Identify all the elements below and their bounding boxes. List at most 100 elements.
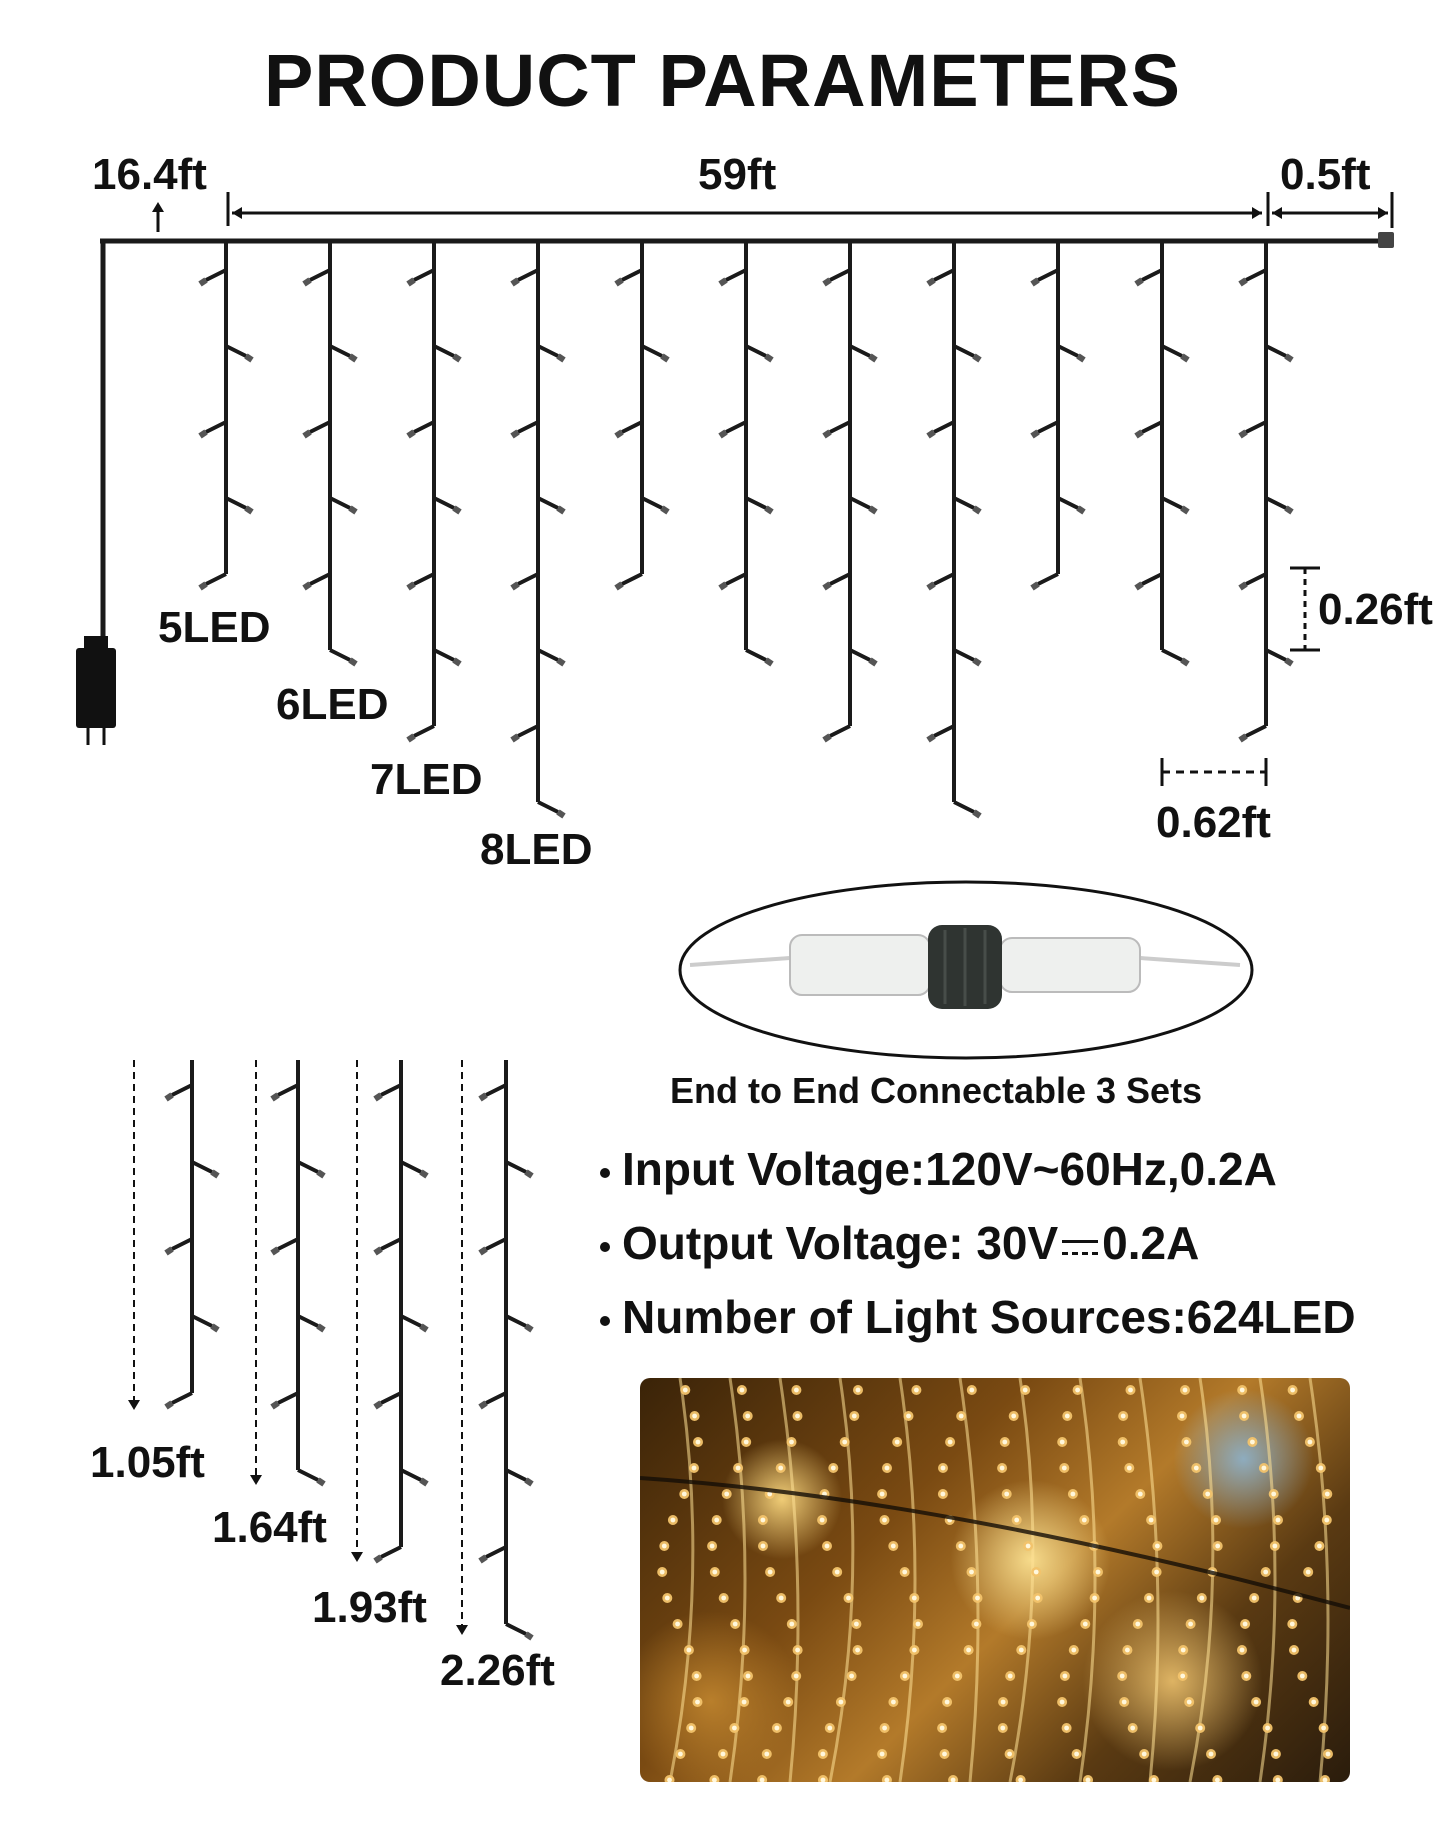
led-core (1182, 1387, 1188, 1393)
led-bulb (380, 1083, 402, 1097)
led-bulb (297, 1468, 319, 1482)
led-core (855, 1647, 860, 1653)
led-core (882, 1517, 887, 1523)
led-bulb (198, 277, 208, 287)
led-core (1205, 1491, 1211, 1497)
led-core (794, 1387, 799, 1393)
led-bulb (556, 657, 566, 667)
led-core (1317, 1543, 1322, 1549)
led-bulb (316, 1169, 326, 1179)
led-core (695, 1699, 700, 1705)
light-strand (1188, 1378, 1215, 1782)
led-core (1197, 1725, 1203, 1731)
led-bulb (452, 505, 462, 515)
led-bulb (478, 1554, 488, 1564)
led-bulb (302, 429, 312, 439)
led-core (1307, 1439, 1313, 1445)
led-bulb (764, 353, 774, 363)
led-bulb (205, 420, 227, 434)
led-core (891, 1699, 896, 1705)
led-bulb (164, 1092, 174, 1102)
drop-length-1: 1.05ft (90, 1438, 205, 1487)
led-bulb (329, 496, 351, 510)
led-core (1154, 1569, 1159, 1575)
adapter-neck (84, 636, 108, 650)
led-core (958, 1543, 964, 1549)
arrow-right-icon (1378, 207, 1388, 219)
led-core (842, 1439, 848, 1445)
strand-spacing-label: 0.62ft (1156, 798, 1271, 847)
led-core (732, 1621, 738, 1627)
led-bulb (829, 724, 851, 738)
led-core (884, 1465, 890, 1471)
led-bulb (413, 572, 435, 586)
led-core (1186, 1699, 1192, 1705)
led-core (1241, 1413, 1247, 1419)
led-core (692, 1413, 697, 1419)
led-core (1199, 1595, 1205, 1601)
led-bulb (764, 657, 774, 667)
led-core (849, 1673, 854, 1679)
led-bulb (225, 344, 247, 358)
spec-light-sources: Number of Light Sources:624LED (600, 1290, 1356, 1344)
led-bulb (348, 657, 358, 667)
led-core (966, 1647, 971, 1653)
led-bulb (244, 505, 254, 515)
led-core (667, 1777, 672, 1782)
led-bulb (1245, 572, 1267, 586)
led-bulb (297, 1160, 319, 1174)
led-core (1322, 1777, 1328, 1782)
led-bulb (614, 429, 624, 439)
led-core (1085, 1777, 1091, 1782)
led-spacing-label: 0.26ft (1318, 585, 1433, 634)
led-bulb (1161, 496, 1183, 510)
led-core (1265, 1725, 1270, 1731)
led-bulb (725, 268, 747, 282)
led-bulb (524, 1169, 534, 1179)
led-bulb (1057, 496, 1079, 510)
led-bulb (524, 1631, 534, 1641)
led-core (675, 1621, 680, 1627)
page-title: PRODUCT PARAMETERS (264, 39, 1181, 122)
led-bulb (191, 1314, 213, 1328)
led-bulb (1134, 581, 1144, 591)
led-core (1275, 1517, 1281, 1523)
led-core (1029, 1621, 1035, 1627)
led-core (1180, 1673, 1186, 1679)
led-bulb (822, 581, 832, 591)
led-bulb (413, 268, 435, 282)
led-bulb (171, 1237, 193, 1251)
led-core (882, 1725, 887, 1731)
led-bulb (745, 344, 767, 358)
arrow-down-icon (250, 1475, 262, 1485)
led-bulb (641, 496, 663, 510)
led-bulb (510, 733, 520, 743)
led-bulb (537, 344, 559, 358)
led-bulb (1134, 429, 1144, 439)
led-bulb (277, 1083, 299, 1097)
led-core (1120, 1439, 1126, 1445)
led-bulb (400, 1160, 422, 1174)
drop-length-4: 2.26ft (440, 1646, 555, 1695)
led-bulb (660, 505, 670, 515)
led-bulb (373, 1246, 383, 1256)
led-core (1061, 1465, 1067, 1471)
led-bulb (517, 724, 539, 738)
led-core (846, 1595, 851, 1601)
led-core (1193, 1465, 1199, 1471)
led-core (1290, 1387, 1295, 1393)
led-core (824, 1543, 830, 1549)
led-core (745, 1413, 751, 1419)
led-bulb (926, 429, 936, 439)
led-core (1188, 1621, 1193, 1627)
led-core (906, 1413, 911, 1419)
led-core (1070, 1491, 1076, 1497)
led-bulb (822, 429, 832, 439)
led-core (735, 1465, 741, 1471)
led-core (1135, 1621, 1141, 1627)
led-core (712, 1569, 718, 1575)
bullet-icon (600, 1241, 610, 1252)
led-bulb (510, 429, 520, 439)
led-bulb (849, 344, 871, 358)
